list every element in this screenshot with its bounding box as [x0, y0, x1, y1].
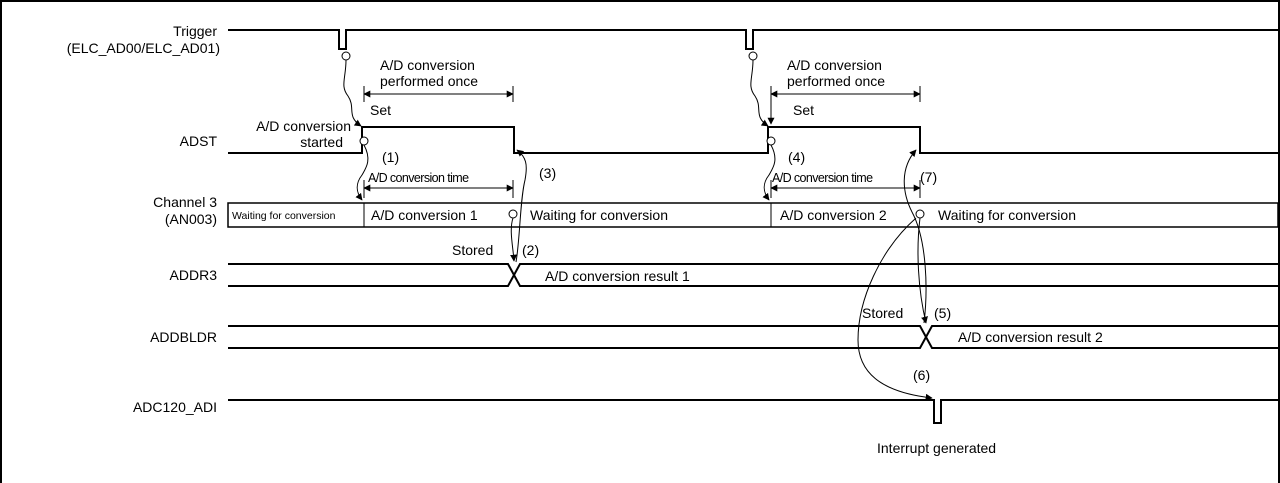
performed-once-label: A/D conversion [787, 57, 882, 73]
channel-state-conv2: A/D conversion 2 [780, 207, 887, 223]
trigger-edge-marker [748, 51, 758, 61]
step-1-label: (1) [382, 149, 399, 165]
conv2-end-marker [915, 209, 925, 219]
trigger-edge-marker [341, 51, 351, 61]
adst-label: ADST [180, 133, 218, 149]
arrow-step-6 [857, 217, 933, 401]
channel-state-waiting: Waiting for conversion [938, 207, 1076, 223]
channel-label: Channel 3 [153, 194, 217, 210]
performed-once-label: A/D conversion [380, 57, 475, 73]
performed-once-label: performed once [787, 73, 885, 89]
trigger-sub-label: (ELC_AD00/ELC_AD01) [67, 40, 220, 56]
adc120-adi-label: ADC120_ADI [133, 399, 217, 415]
stored-label: Stored [452, 242, 493, 258]
arrow-step-3 [515, 149, 527, 263]
channel-bar [227, 202, 1279, 228]
adst-edge-marker [766, 136, 776, 146]
arrow-step-2 [510, 217, 518, 262]
step-2-label: (2) [522, 242, 539, 258]
channel-sub-label: (AN003) [165, 211, 217, 227]
arrow-trigger-to-adst [750, 59, 769, 127]
step-7-label: (7) [920, 169, 937, 185]
set-label: Set [370, 102, 391, 118]
addr3-result: A/D conversion result 1 [545, 268, 690, 284]
arrow-step-5 [917, 217, 928, 324]
started-label: started [300, 134, 343, 150]
arrow-step-7 [903, 149, 927, 324]
arrow-trigger-to-adst [343, 59, 362, 127]
adi-waveform [228, 399, 1279, 424]
step-3-label: (3) [539, 165, 556, 181]
step-4-label: (4) [788, 149, 805, 165]
started-label: A/D conversion [256, 118, 351, 134]
conv-time-label: A/D conversion time [368, 171, 469, 185]
channel-state-waiting: Waiting for conversion [232, 210, 336, 222]
trigger-label: Trigger [173, 23, 217, 39]
arrow-step-1 [355, 144, 369, 201]
stored-label: Stored [862, 305, 903, 321]
addr3-label: ADDR3 [170, 267, 218, 283]
conv1-end-marker [508, 209, 518, 219]
performed-once-label: performed once [380, 73, 478, 89]
arrow-step-4 [762, 144, 776, 201]
step-5-label: (5) [934, 305, 951, 321]
step-6-label: (6) [913, 367, 930, 383]
trigger-waveform [228, 29, 1279, 50]
addbldr-label: ADDBLDR [150, 329, 217, 345]
addbldr-bus [228, 325, 1279, 349]
channel-state-conv1: A/D conversion 1 [371, 207, 478, 223]
addr3-bus [228, 263, 1279, 287]
interrupt-label: Interrupt generated [877, 440, 996, 456]
addbldr-result: A/D conversion result 2 [958, 329, 1103, 345]
channel-state-waiting: Waiting for conversion [530, 207, 668, 223]
conv-time-label: A/D conversion time [772, 171, 873, 185]
adst-edge-marker [359, 136, 369, 146]
set-label: Set [793, 102, 814, 118]
